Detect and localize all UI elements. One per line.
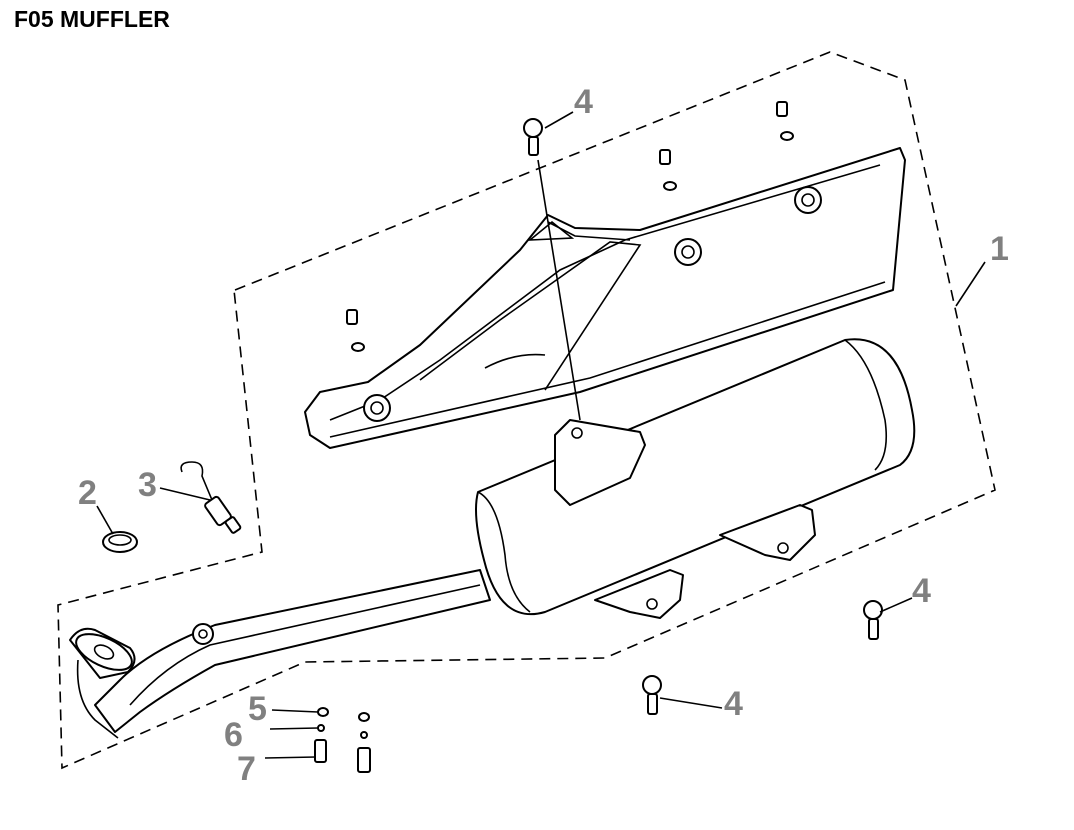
muffler-body xyxy=(475,338,916,619)
leader-lines xyxy=(96,111,986,759)
callout-3: 3 xyxy=(138,466,157,504)
bolt-top xyxy=(523,118,581,421)
callout-6: 6 xyxy=(224,716,243,754)
callout-1: 1 xyxy=(990,230,1009,268)
oxygen-sensor xyxy=(180,461,242,534)
callout-5: 5 xyxy=(248,690,267,728)
heat-shield xyxy=(304,147,906,449)
callout-4-right: 4 xyxy=(912,572,931,610)
page-title: F05 MUFFLER xyxy=(14,6,170,32)
small-parts-5-6-7 xyxy=(314,707,371,773)
callout-7: 7 xyxy=(237,750,256,788)
shield-fasteners xyxy=(346,101,794,352)
callout-4-bottom: 4 xyxy=(724,685,743,723)
bolt-right xyxy=(863,600,883,640)
assembly-boundary xyxy=(57,51,996,770)
gasket xyxy=(102,531,138,553)
callout-2: 2 xyxy=(78,474,97,512)
bolt-bottom xyxy=(642,675,662,715)
exhaust-pipe xyxy=(69,569,491,739)
callout-4-top: 4 xyxy=(574,83,593,121)
